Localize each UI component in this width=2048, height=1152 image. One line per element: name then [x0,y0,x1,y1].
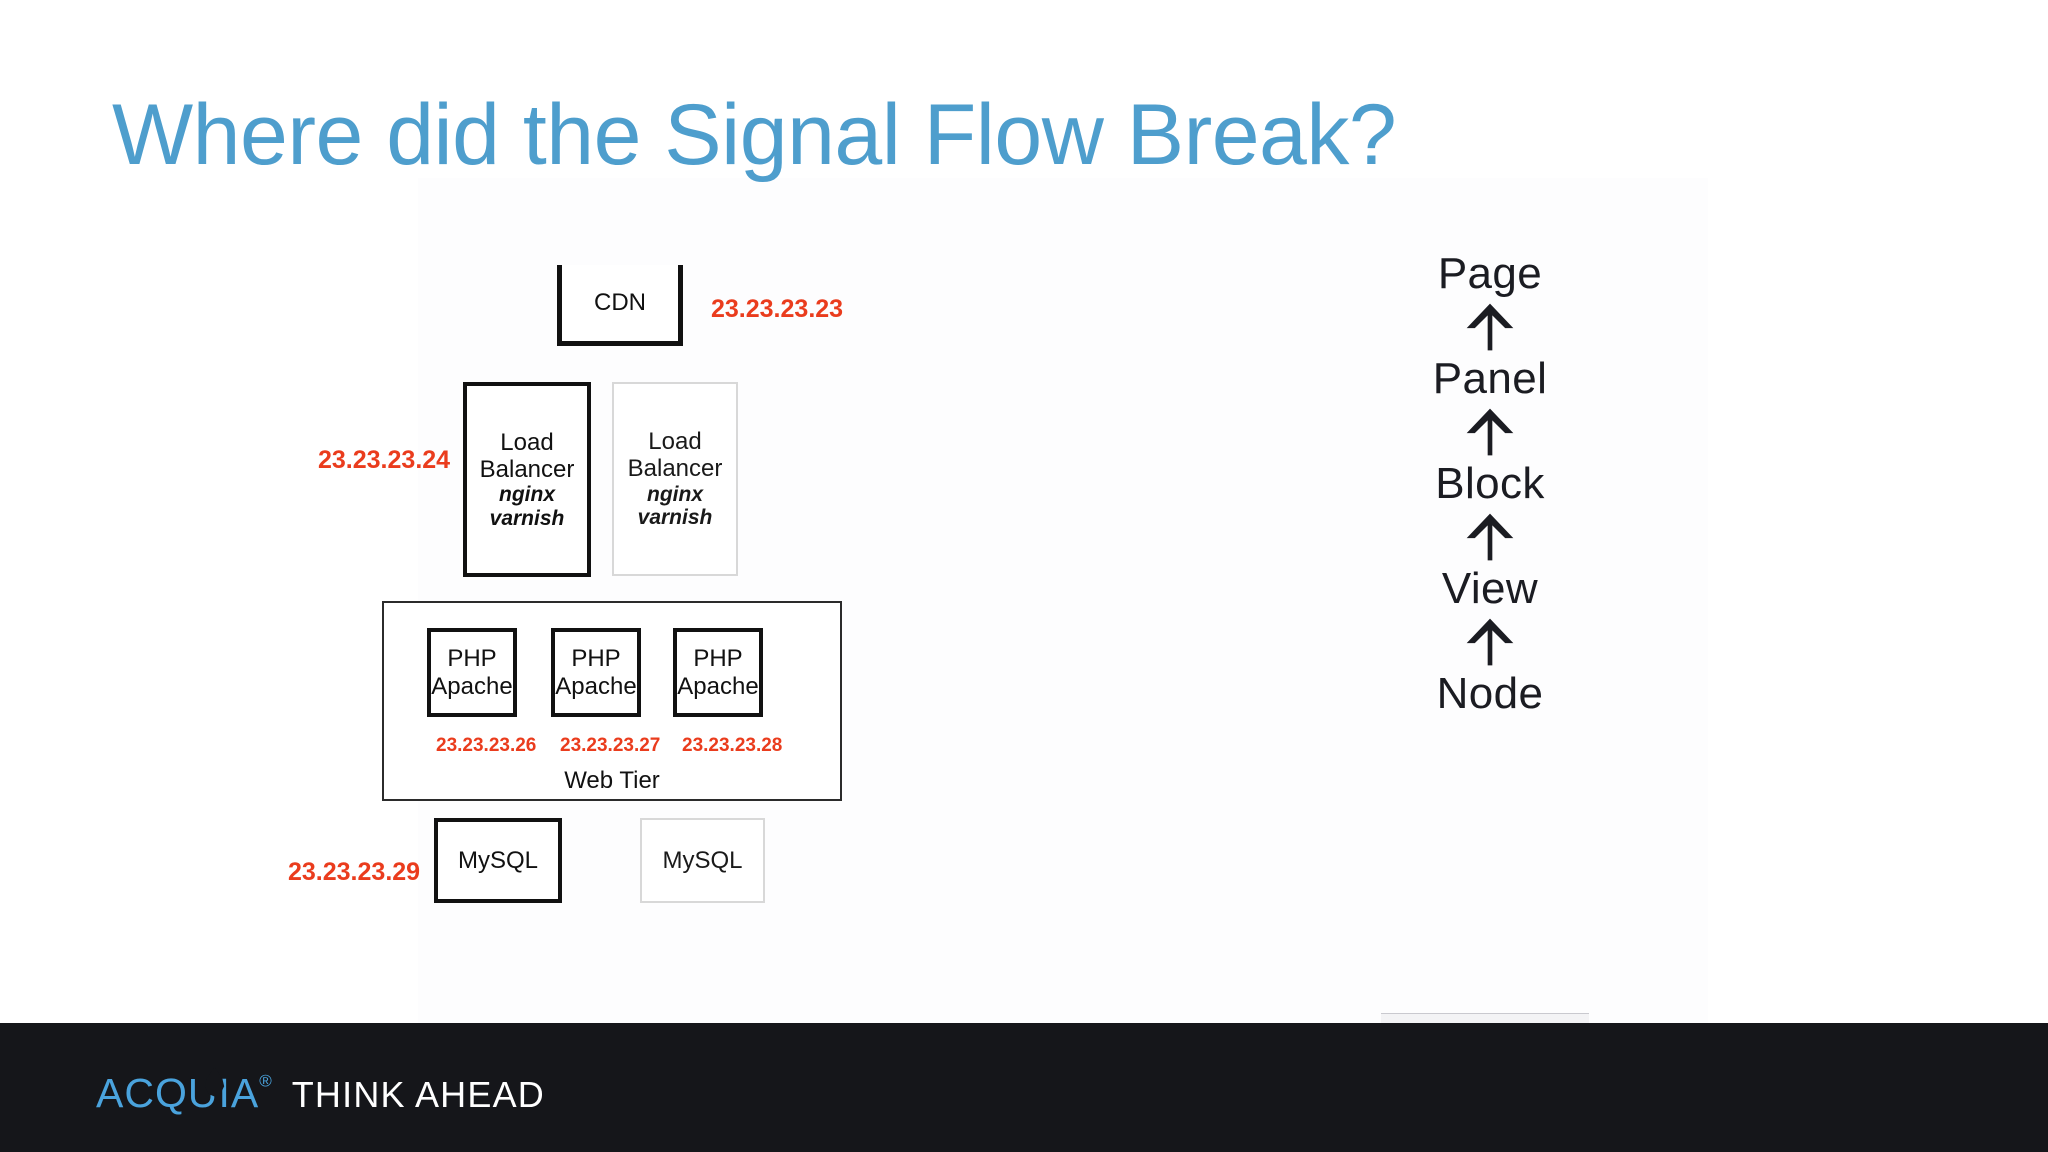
web-node-box-2: PHP Apache [551,628,641,717]
brand-lockup: Acquia® THINK AHEAD [96,1058,545,1117]
signal-flow-level-panel: Panel [1432,353,1548,403]
ip-label-web-node-3: 23.23.23.28 [682,735,783,756]
signal-flow-level-block: Block [1435,458,1545,508]
ip-label-web-node-1: 23.23.23.26 [436,735,537,756]
web-node-3-line2: Apache [677,672,759,700]
ip-label-load-balancer: 23.23.23.24 [318,446,451,474]
arrow-up-icon [1462,614,1518,670]
mysql-replica-box: MySQL [640,818,765,903]
web-node-box-3: PHP Apache [673,628,763,717]
acquia-wordmark: Acquia [96,1054,260,1120]
ip-label-cdn: 23.23.23.23 [711,295,844,323]
load-balancer-active-sub2: varnish [489,506,565,530]
acquia-logo: Acquia® [96,1058,272,1117]
signal-flow-level-node: Node [1436,668,1544,718]
page-title: Where did the Signal Flow Break? [112,87,1397,183]
load-balancer-standby-line2: Balancer [627,455,723,483]
web-node-1-line1: PHP [447,645,497,673]
web-node-2-line2: Apache [555,672,637,700]
web-node-box-1: PHP Apache [427,628,517,717]
arrow-up-icon [1462,404,1518,460]
load-balancer-standby-sub2: varnish [637,506,713,530]
cdn-label: CDN [594,289,646,316]
brand-tagline: THINK AHEAD [291,1073,545,1115]
load-balancer-active-sub1: nginx [499,483,555,507]
load-balancer-active-line1: Load [500,428,554,456]
arrow-up-icon [1462,509,1518,565]
slide-footer: Acquia® THINK AHEAD [0,1023,2048,1152]
signal-flow-level-page: Page [1437,249,1543,298]
ip-label-database: 23.23.23.29 [288,858,421,886]
web-node-3-line1: PHP [693,645,743,673]
mysql-replica-label: MySQL [662,846,743,874]
load-balancer-standby-sub1: nginx [647,482,703,506]
registered-trademark-icon: ® [259,1071,272,1091]
web-node-2-line1: PHP [571,645,621,673]
load-balancer-active-line2: Balancer [479,455,575,483]
load-balancer-standby-box: Load Balancer nginx varnish [612,382,738,576]
ip-label-web-node-2: 23.23.23.27 [560,735,661,756]
signal-flow-stack: Page Panel Block View Node [1375,249,1605,718]
mysql-primary-label: MySQL [457,846,538,874]
signal-flow-level-view: View [1441,563,1539,613]
arrow-up-icon [1462,299,1518,355]
cdn-box: CDN [557,265,683,346]
mysql-primary-box: MySQL [434,818,562,903]
load-balancer-standby-line1: Load [648,428,702,456]
load-balancer-active-box: Load Balancer nginx varnish [463,382,591,577]
web-tier-label: Web Tier [564,767,660,794]
web-node-1-line2: Apache [431,672,513,700]
